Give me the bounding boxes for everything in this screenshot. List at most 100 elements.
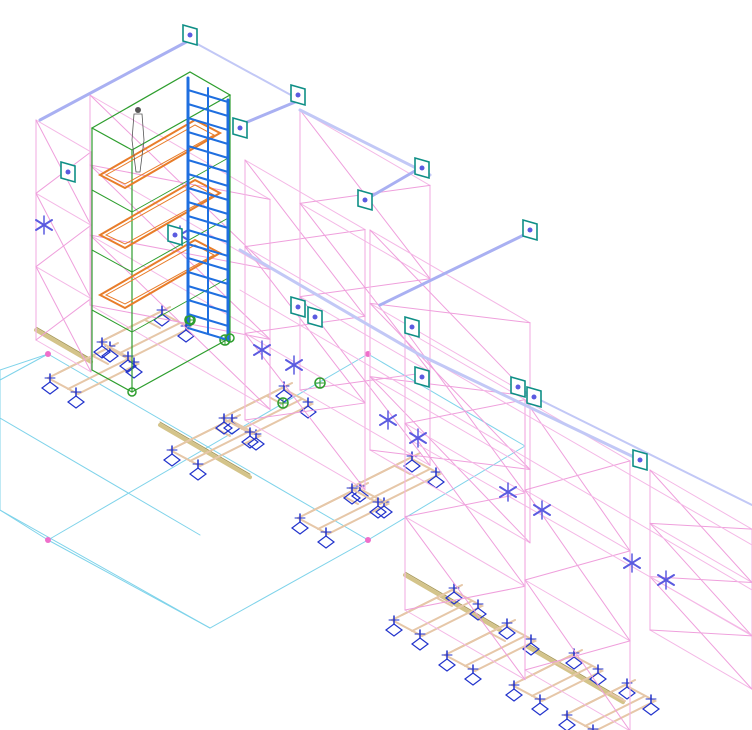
person-body [131,113,145,173]
jack-plate [505,688,523,702]
tower-level-edge [131,156,231,213]
base-jack-icon [438,650,456,672]
frame-bay [524,399,631,730]
brace [89,304,271,340]
grid-marker-icon[interactable] [510,375,526,399]
grid-marker-icon[interactable] [182,23,198,47]
jack-plate [119,359,137,373]
outer-ledger [409,439,752,636]
brace [35,224,92,268]
base-frame-bar [144,319,161,329]
jack-plate [41,381,59,395]
tower-ladder-rung [187,327,229,341]
base-frame-bar [584,695,646,727]
base-assembly [215,381,317,449]
tower-ladder-rung [187,117,229,131]
mobile-tower[interactable] [90,71,235,397]
grid-marker-icon[interactable] [632,448,648,472]
grid-marker-icon[interactable] [414,365,430,389]
marker-dot [187,32,193,38]
top-rail [298,108,432,177]
base-jack-icon [317,527,335,549]
grid-marker-icon[interactable] [357,188,373,212]
footprint-edge [0,417,201,536]
grid-markers[interactable] [60,23,648,472]
grid-marker-icon[interactable] [414,156,430,180]
marker-dot [65,169,71,175]
ledger [649,629,752,690]
coupler-icon [277,397,289,409]
top-rail [238,248,422,357]
base-jack-icon [498,618,516,640]
ledger [35,339,92,373]
jack-plate [385,623,403,637]
base-jack-icon [291,513,309,535]
footprint-outline [0,353,370,629]
base-jack-icon [589,664,607,686]
brace [89,234,271,270]
node-cross-icon [285,355,303,375]
tower-base-edge [91,369,133,393]
person-head [135,107,141,113]
tower-ladder-rung [187,145,229,159]
tower-deck-inner [104,244,216,305]
marker-dot [637,457,643,463]
base-frame-bar [531,665,593,697]
coupler-ring [314,377,326,389]
marker-dot [515,384,521,390]
marker-dot [409,324,415,330]
jack-plate [522,642,540,656]
outer-ledger [239,289,752,591]
base-frame-bar [521,649,583,681]
footprint-node [45,351,51,357]
base-assembly [163,413,265,481]
base-jack-icon [189,459,207,481]
grid-marker-icon[interactable] [232,116,248,140]
top-rail [38,38,192,122]
base-jack-icon [67,387,85,409]
base-assembly [385,583,487,651]
grid-marker-icon[interactable] [290,83,306,107]
jack-plate [275,389,293,403]
grid-marker-icon[interactable] [290,295,306,319]
tower-ladder-rung [187,89,229,103]
base-frame-bar [464,635,526,667]
tower-wheel [127,387,137,397]
base-frame-bar [411,600,473,632]
grid-marker-icon[interactable] [526,385,542,409]
base-jack-icon [93,337,111,359]
brace [369,302,531,324]
brace [649,629,752,637]
brace [404,492,526,518]
top-rail [363,166,422,202]
sole-board [34,328,93,364]
grid-marker-icon[interactable] [307,305,323,329]
base-jack-icon [464,664,482,686]
base-frame-bar [109,306,171,338]
ledger [369,376,531,470]
grid-marker-icon[interactable] [60,160,76,184]
jack-plate [498,626,516,640]
brace [524,550,631,581]
marker-dot [295,92,301,98]
jack-plate [469,607,487,621]
tower-ladder-rung [187,201,229,215]
base-jack-icon [119,351,137,373]
grid-marker-icon[interactable] [404,315,420,339]
grid-marker-icon[interactable] [167,223,183,247]
jack-plate [558,718,576,730]
base-assemblies [34,305,660,730]
tower-deck [97,178,223,250]
sole-board-edge [527,643,624,700]
node-cross-icon [623,553,641,573]
node-cross-icon [409,428,427,448]
tower-ladder-rung [187,173,229,187]
brace [244,229,366,248]
ledger [299,109,431,186]
grid-marker-icon[interactable] [522,218,538,242]
top-rail [189,39,301,101]
base-jack-icon [427,467,445,489]
node-cross-icon [657,570,675,590]
